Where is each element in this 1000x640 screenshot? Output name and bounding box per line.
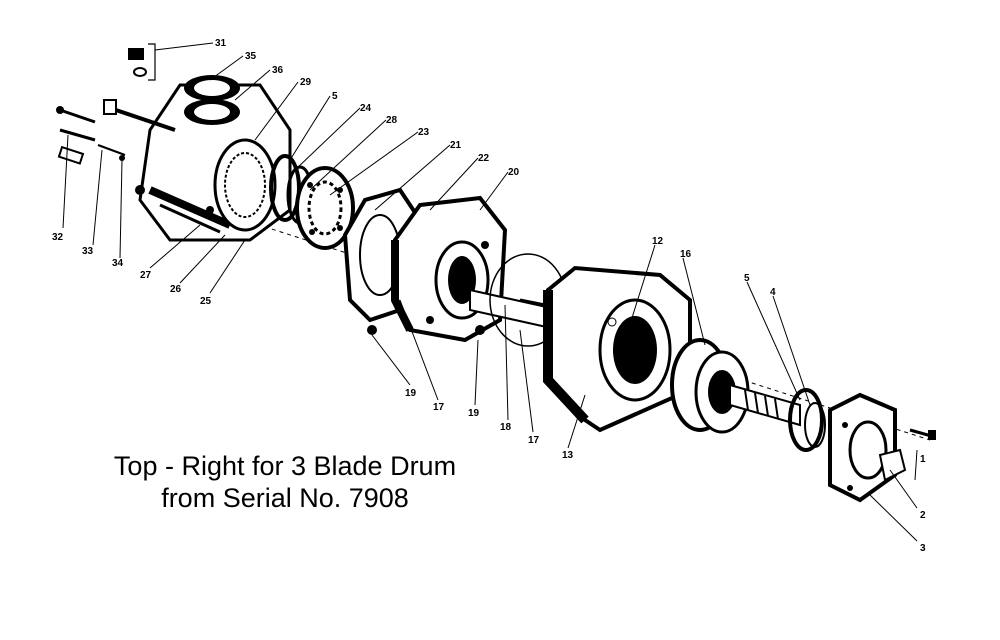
leader-lines xyxy=(62,42,918,542)
retaining-rings xyxy=(788,388,826,452)
callout-22: 22 xyxy=(478,153,490,164)
bearing-assembly xyxy=(670,338,801,434)
callout-28: 28 xyxy=(386,115,398,126)
callout-19a: 19 xyxy=(405,388,417,399)
callout-23: 23 xyxy=(418,127,430,138)
callout-18: 18 xyxy=(500,422,512,433)
callout-17a: 17 xyxy=(433,402,445,413)
callout-25: 25 xyxy=(200,296,212,307)
callout-2: 2 xyxy=(920,510,926,521)
callout-19b: 19 xyxy=(468,408,480,419)
flange-housing xyxy=(543,265,692,433)
valve-housing xyxy=(135,75,292,242)
callout-5: 5 xyxy=(332,91,338,102)
callout-32: 32 xyxy=(52,232,64,243)
callout-29: 29 xyxy=(300,77,312,88)
callout-3: 3 xyxy=(920,543,926,554)
caption-line-1: Top - Right for 3 Blade Drum xyxy=(113,451,457,481)
callout-35: 35 xyxy=(245,51,257,62)
caption-line-2: from Serial No. 7908 xyxy=(161,483,409,513)
callout-4: 4 xyxy=(770,287,776,298)
mounting-bolts xyxy=(56,99,176,165)
callout-labels: 31 35 36 29 5 24 28 23 21 22 20 32 33 34… xyxy=(52,38,926,554)
callout-20: 20 xyxy=(508,167,520,178)
callout-1: 1 xyxy=(920,454,926,465)
callout-33: 33 xyxy=(82,246,94,257)
callout-36: 36 xyxy=(272,65,284,76)
callout-5b: 5 xyxy=(744,273,750,284)
vent-plug xyxy=(128,43,156,81)
callout-26: 26 xyxy=(170,284,182,295)
callout-17b: 17 xyxy=(528,435,540,446)
callout-12: 12 xyxy=(652,236,664,247)
callout-31: 31 xyxy=(215,38,227,49)
end-cap xyxy=(828,392,936,503)
callout-21: 21 xyxy=(450,140,462,151)
callout-34: 34 xyxy=(112,258,124,269)
callout-27: 27 xyxy=(140,270,152,281)
callout-24: 24 xyxy=(360,103,372,114)
motor-housing xyxy=(391,195,508,343)
callout-16: 16 xyxy=(680,249,692,260)
callout-13: 13 xyxy=(562,450,574,461)
